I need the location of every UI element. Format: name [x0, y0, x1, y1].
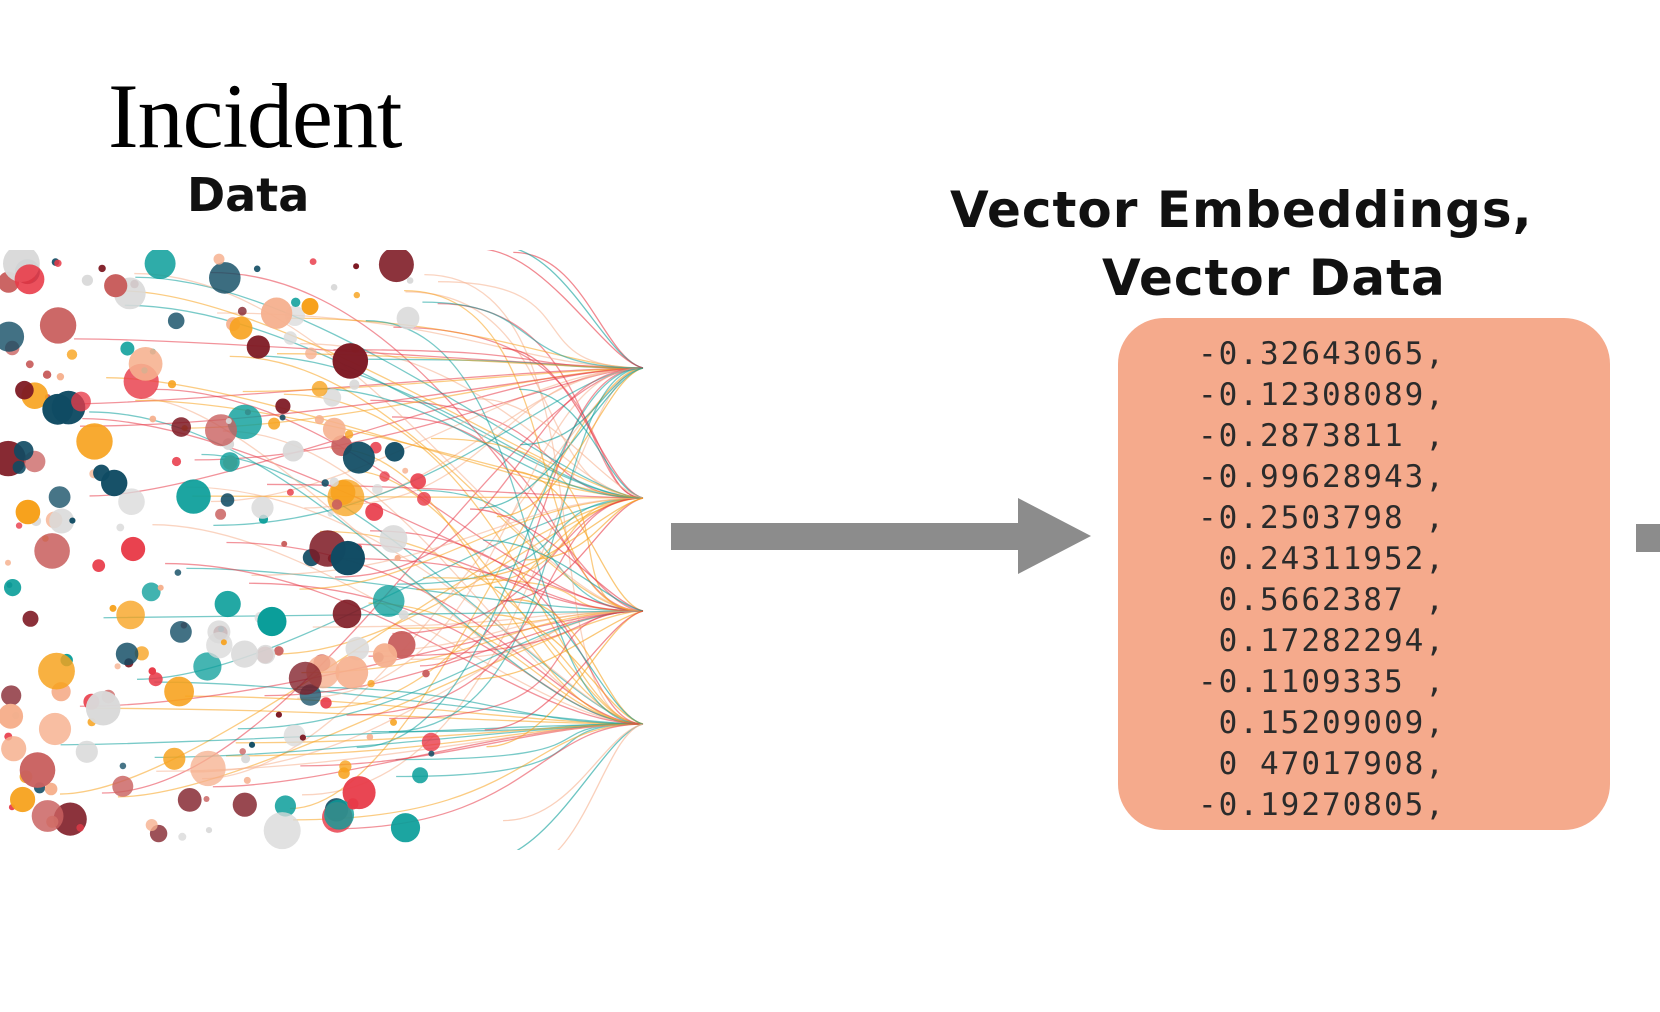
- incident-title: Incident: [108, 65, 402, 167]
- data-subtitle: Data: [187, 168, 310, 222]
- vector-value: -0.19270805,: [1198, 787, 1446, 823]
- vector-value: 0.5662387 ,: [1198, 582, 1446, 618]
- data-network-illustration: [0, 250, 644, 850]
- right-arrow-icon-partial: [1636, 524, 1660, 552]
- vector-value: 0.15209009,: [1198, 705, 1446, 741]
- vector-data-title-line2: Vector Data: [1102, 249, 1446, 307]
- vector-value: -0.99628943,: [1198, 459, 1446, 495]
- vector-value: -0.2503798 ,: [1198, 500, 1446, 536]
- vector-value: 0.17282294,: [1198, 623, 1446, 659]
- vector-values-box: -0.32643065, -0.12308089, -0.2873811 , -0.9…: [1118, 318, 1610, 830]
- vector-value: 0.24311952,: [1198, 541, 1446, 577]
- vector-value: -0.32643065,: [1198, 336, 1446, 372]
- vector-value: -0.2873811 ,: [1198, 418, 1446, 454]
- vector-values-list: -0.32643065, -0.12308089, -0.2873811 , -0.9…: [1198, 334, 1446, 826]
- right-arrow-icon: [671, 498, 1091, 574]
- vector-value: -0.1109335 ,: [1198, 664, 1446, 700]
- vector-value: -0.12308089,: [1198, 377, 1446, 413]
- vector-value: 0 47017908,: [1198, 746, 1446, 782]
- vector-embeddings-title-line1: Vector Embeddings,: [950, 181, 1533, 239]
- vector-embeddings-title: Vector Embeddings, Vector Data: [950, 176, 1660, 312]
